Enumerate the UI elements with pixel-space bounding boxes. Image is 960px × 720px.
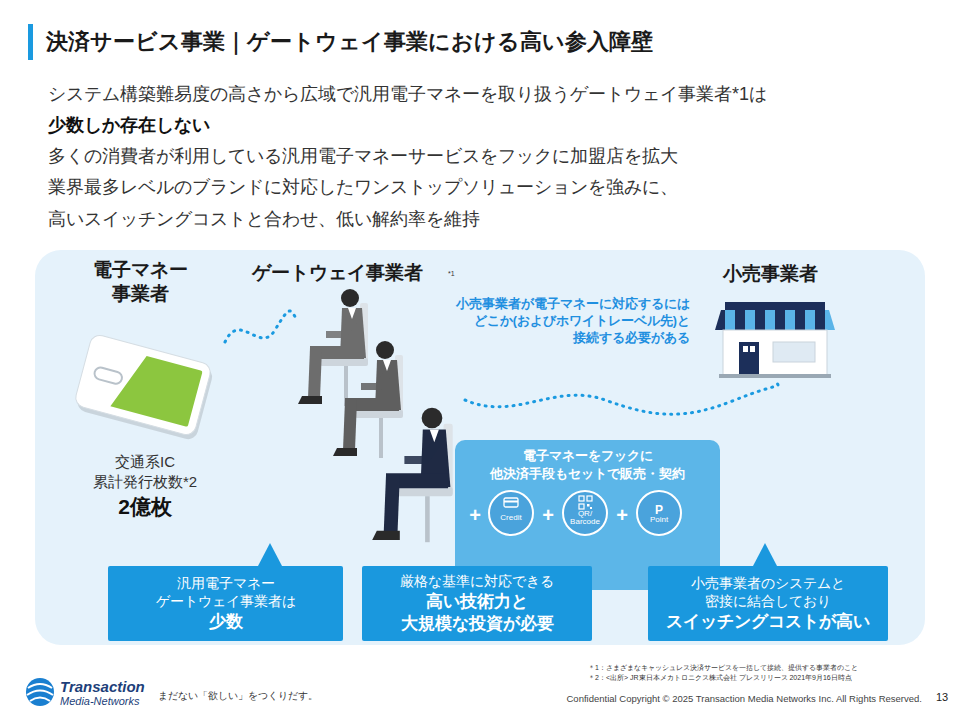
box-text: P xyxy=(655,504,663,516)
logo-wordmark: Transaction xyxy=(60,678,145,696)
payment-circle: QR/ Barcode xyxy=(562,490,608,536)
logo-wordmark: Media-Networks xyxy=(60,695,139,708)
shop-icon-part xyxy=(743,346,748,352)
payment-icon-part xyxy=(504,498,518,507)
body-text: システム構築難易度の高さから広域で汎用電子マネーを取り扱うゲートウェイ事業者*1… xyxy=(48,84,767,106)
logo-globe-part xyxy=(28,684,52,688)
logo-globe xyxy=(26,678,54,706)
diagram-panel: 電子マネー 事業者 ゲートウェイ事業者 *1 小売事業者小売事業者が電子マネーに対応す… xyxy=(35,250,925,645)
payment-icon xyxy=(490,492,532,534)
logo-globe-part xyxy=(27,691,53,696)
title-bar xyxy=(28,24,33,60)
payment-icon-part xyxy=(504,501,518,503)
shop-icon-part xyxy=(739,342,759,375)
stat-value: 2億枚 xyxy=(118,494,172,519)
callout-pointer-part xyxy=(258,543,282,566)
callout-box: 厳格な基準に対応できる高い技術力と 大規模な投資が必要 xyxy=(362,566,592,641)
box-text: Credit xyxy=(500,514,521,523)
gateway-operators-figures xyxy=(298,289,453,542)
body-text: 業界最多レベルのブランドに対応したワンストップソリューションを強みに、 xyxy=(48,177,678,199)
group-heading: ゲートウェイ事業者 xyxy=(252,262,423,285)
gateway-operators-figures-part xyxy=(333,341,403,458)
logo-globe-part xyxy=(26,678,54,706)
copyright: Confidential Copyright © 2025 Transactio… xyxy=(566,693,922,704)
shop-icon-part xyxy=(715,310,835,330)
footnote: ＊1：さまざまなキャッシュレス決済サービスを一括して接続、提供する事業者のこと xyxy=(588,664,858,672)
gateway-operators-figures-part xyxy=(298,289,368,406)
box-text-emphasis: 高い技術力と 大規模な投資が必要 xyxy=(399,591,555,635)
body-text: 多くの消費者が利用している汎用電子マネーサービスをフックに加盟店を拡大 xyxy=(48,146,678,168)
footnote-mark: *1 xyxy=(448,270,455,278)
shop-icon xyxy=(715,302,835,378)
callout-pointer-part xyxy=(753,543,777,566)
footnote: ＊2：<出所> JR東日本メカトロニクス株式会社 プレスリリース 2021年9月… xyxy=(588,674,852,682)
annotation-text: 小売事業者が電子マネーに対応するには どこか(およびホワイトレーベル先)と 接続… xyxy=(453,296,690,347)
slide-title: 決済サービス事業｜ゲートウェイ事業における高い参入障壁 xyxy=(46,27,653,57)
tagline: まだない「欲しい」をつくりだす。 xyxy=(158,690,318,702)
body-text: 高いスイッチングコストと合わせ、低い解約率を維持 xyxy=(48,209,480,231)
ic-card-part xyxy=(93,366,123,385)
shop-icon-part xyxy=(750,346,755,352)
stat-caption: 交通系IC 累計発行枚数*2 xyxy=(91,452,199,491)
shop-icon-part xyxy=(725,302,825,310)
box-text-emphasis: Point xyxy=(650,516,668,525)
box-text-emphasis: スイッチングコストが高い xyxy=(666,611,870,633)
box-text-emphasis: 少数 xyxy=(209,611,243,633)
connection-dotted-line-part xyxy=(465,380,778,414)
gateway-operators-figures-part xyxy=(372,408,453,543)
shop-icon-part xyxy=(773,342,815,362)
callout-box: 小売事業者のシステムと 密接に結合しておりスイッチングコストが高い xyxy=(648,566,888,641)
shop-icon-part xyxy=(719,374,831,378)
plus-sign: + xyxy=(469,503,481,527)
ic-card-part xyxy=(110,350,202,427)
payment-icon-part xyxy=(587,504,590,507)
payment-icon-part xyxy=(579,496,584,501)
ic-card-part xyxy=(74,333,213,437)
box-text: 厳格な基準に対応できる xyxy=(400,572,554,590)
box-text: 小売事業者のシステムと 密接に結合しており xyxy=(690,574,847,610)
payment-circle: Credit xyxy=(488,490,534,536)
page-number: 13 xyxy=(936,691,948,704)
group-heading: 電子マネー 事業者 xyxy=(91,258,189,306)
plus-sign: + xyxy=(542,503,554,527)
connection-dotted-line-part xyxy=(225,311,297,342)
ic-card xyxy=(73,333,216,441)
group-heading: 小売事業者 xyxy=(723,263,818,286)
plus-sign: + xyxy=(616,503,628,527)
shop-icon-part xyxy=(723,330,827,375)
box-text: 汎用電子マネー ゲートウェイ事業者は xyxy=(154,574,297,610)
logo-globe-part xyxy=(30,698,50,702)
payment-icon-part xyxy=(587,496,592,501)
box-text: 電子マネーをフックに 他決済手段もセットで販売・契約 xyxy=(489,447,687,482)
body-text-emphasis: 少数しか存在しない xyxy=(48,115,210,137)
box-text: QR/ Barcode xyxy=(569,510,602,527)
callout-box: 汎用電子マネー ゲートウェイ事業者は少数 xyxy=(108,566,343,641)
payment-circle: PPoint xyxy=(636,490,682,536)
payment-icon-part xyxy=(579,504,584,509)
